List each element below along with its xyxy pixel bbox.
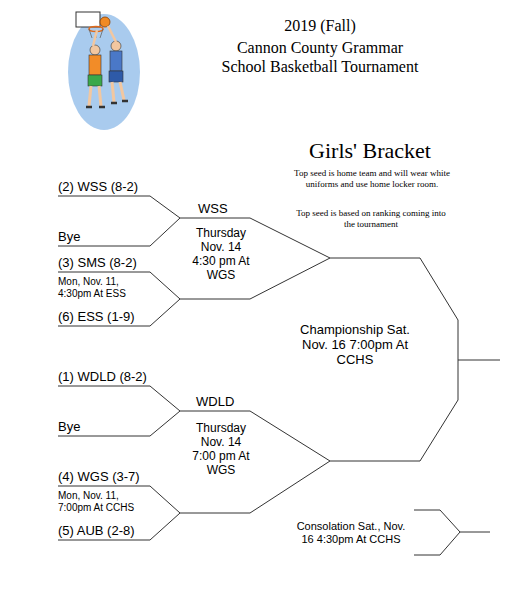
team-slot-box: Bye [58, 419, 148, 434]
basketball-clipart [68, 12, 140, 130]
bracket-line [58, 386, 180, 436]
seeding-note-box: Top seed is based on ranking coming into… [295, 208, 447, 230]
seeding-note: Top seed is based on ranking coming into… [295, 208, 447, 230]
championship-info-box: Championship Sat. Nov. 16 7:00pm At CCHS [300, 322, 410, 367]
winner-slot-box: WDLD [196, 394, 250, 409]
game-info-box: Thursday Nov. 14 4:30 pm At WGS [188, 226, 254, 282]
bracket-line [58, 272, 180, 326]
bracket-line [58, 196, 180, 246]
team-slot: (3) SMS (8-2) [58, 255, 178, 270]
basketball [100, 17, 110, 27]
bracket-heading-box: Girls' Bracket [280, 138, 460, 164]
backboard [76, 12, 100, 27]
seeding-note-box: Top seed is home team and will wear whit… [288, 168, 456, 190]
bracket-lines [58, 196, 500, 555]
clipart-oval [68, 14, 140, 130]
seeding-note: Top seed is home team and will wear whit… [288, 168, 456, 190]
team-slot-box: (5) AUB (2-8) [58, 523, 178, 538]
title-block: Cannon County Grammar School Basketball … [215, 38, 425, 76]
player-orange [86, 30, 105, 107]
team-slot-box: Bye [58, 229, 148, 244]
championship-info: Championship Sat. Nov. 16 7:00pm At CCHS [300, 322, 410, 367]
player-blue [108, 26, 128, 103]
game-info: Thursday Nov. 14 7:00 pm At WGS [188, 421, 254, 477]
bracket-line [58, 486, 180, 540]
team-slot: Bye [58, 419, 148, 434]
team-slot: (1) WDLD (8-2) [58, 369, 178, 384]
game-info: Thursday Nov. 14 4:30 pm At WGS [188, 226, 254, 282]
bracket-line [414, 510, 460, 555]
team-slot: (2) WSS (8-2) [58, 179, 178, 194]
game-info: Mon, Nov. 11, 4:30pm At ESS [58, 276, 150, 300]
team-slot-box: (4) WGS (3-7) [58, 469, 178, 484]
game-info-box: Mon, Nov. 11, 7:00pm At CCHS [58, 490, 150, 514]
game-info: Mon, Nov. 11, 7:00pm At CCHS [58, 490, 150, 514]
game-info-box: Thursday Nov. 14 7:00 pm At WGS [188, 421, 254, 477]
team-slot: (5) AUB (2-8) [58, 523, 178, 538]
team-slot-box: (3) SMS (8-2) [58, 255, 178, 270]
bracket-heading: Girls' Bracket [280, 138, 460, 164]
bracket-line [180, 411, 330, 513]
team-slot-box: (2) WSS (8-2) [58, 179, 178, 194]
game-info-box: Mon, Nov. 11, 4:30pm At ESS [58, 276, 150, 300]
team-slot: Bye [58, 229, 148, 244]
bracket-line [458, 360, 500, 361]
team-slot-box: (1) WDLD (8-2) [58, 369, 178, 384]
bracket-line [180, 218, 330, 299]
team-slot-box: (6) ESS (1-9) [58, 309, 178, 324]
team-slot: (6) ESS (1-9) [58, 309, 178, 324]
consolation-info-box: Consolation Sat., Nov. 16 4:30pm At CCHS [294, 520, 408, 546]
season-label-box: 2019 (Fall) [250, 16, 390, 35]
team-slot: (4) WGS (3-7) [58, 469, 178, 484]
title: Cannon County Grammar School Basketball … [215, 38, 425, 76]
consolation-info: Consolation Sat., Nov. 16 4:30pm At CCHS [294, 520, 408, 546]
season-label: 2019 (Fall) [250, 16, 390, 35]
winner-slot-box: WSS [198, 201, 248, 216]
winner-slot: WSS [198, 201, 248, 216]
winner-slot: WDLD [196, 394, 250, 409]
bracket-line [460, 532, 490, 533]
